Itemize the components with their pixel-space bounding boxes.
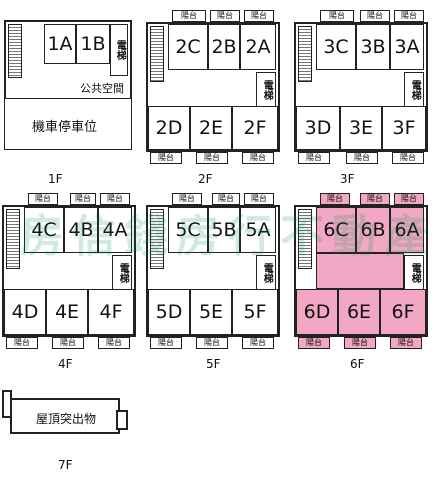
- unit-2f: 2F: [232, 106, 278, 150]
- balcony: 陽台: [320, 10, 354, 22]
- unit-3f: 3F: [382, 106, 426, 150]
- parking-label: 機車停車位: [32, 120, 98, 135]
- unit-5f: 5F: [232, 289, 278, 335]
- balcony: 陽台: [196, 337, 228, 349]
- floorplan-7f: 屋頂突出物: [2, 390, 130, 434]
- unit-4b: 4B: [64, 207, 98, 253]
- corridor-6f: [316, 253, 404, 289]
- unit-2d: 2D: [148, 106, 190, 150]
- balcony: 陽台: [196, 152, 228, 164]
- balcony: 陽台: [360, 10, 390, 22]
- balcony: 陽台: [6, 337, 38, 349]
- unit-6a: 6A: [390, 207, 424, 253]
- unit-5b: 5B: [208, 207, 240, 253]
- stairs-icon: [8, 24, 22, 78]
- floor-label-7f: 7F: [58, 458, 73, 472]
- balcony: 陽台: [394, 10, 424, 22]
- balcony: 陽台: [390, 337, 422, 349]
- balcony: 陽台: [242, 337, 274, 349]
- unit-2c: 2C: [168, 24, 208, 70]
- floorplan-3f: 陽台 陽台 陽台 3C 3B 3A 電梯 3D 3E 3F 陽台 陽台 陽台: [294, 10, 428, 166]
- unit-2a: 2A: [240, 24, 276, 70]
- elevator: 電梯: [112, 255, 132, 291]
- floor-label-6f: 6F: [350, 357, 365, 371]
- balcony: 陽台: [52, 337, 84, 349]
- balcony: 陽台: [394, 193, 424, 205]
- stairs-icon: [6, 209, 20, 269]
- elevator: 電梯: [404, 255, 424, 291]
- unit-1a: 1A: [44, 24, 76, 64]
- stairs-icon: [298, 26, 312, 82]
- balcony: 陽台: [244, 193, 274, 205]
- floorplan-6f: 陽台 陽台 陽台 6C 6B 6A 電梯 6D 6E 6F 陽台 陽台 陽台: [294, 193, 428, 350]
- balcony: 陽台: [212, 193, 240, 205]
- floor-label-1f: 1F: [48, 172, 63, 186]
- balcony: 陽台: [172, 193, 202, 205]
- unit-5e: 5E: [190, 289, 232, 335]
- balcony: 陽台: [98, 337, 130, 349]
- watermark: 房信錢房行不動產: [20, 211, 436, 262]
- balcony: 陽台: [360, 193, 390, 205]
- unit-3c: 3C: [316, 24, 356, 70]
- stairs-icon: [298, 209, 312, 269]
- balcony: 陽台: [244, 10, 274, 22]
- unit-3b: 3B: [356, 24, 390, 70]
- floorplan-4f: 陽台 陽台 陽台 4C 4B 4A 電梯 4D 4E 4F 陽台 陽台 陽台: [2, 193, 136, 350]
- unit-4c: 4C: [24, 207, 64, 253]
- balcony: 陽台: [172, 10, 206, 22]
- balcony: 陽台: [344, 337, 376, 349]
- unit-3a: 3A: [390, 24, 424, 70]
- balcony: 陽台: [242, 152, 274, 164]
- unit-4f: 4F: [88, 289, 134, 335]
- stairs-icon: [150, 26, 164, 82]
- elevator: 電梯: [256, 72, 276, 108]
- elevator: 電梯: [404, 72, 424, 108]
- rooftop-structure: [10, 398, 120, 434]
- balcony: 陽台: [28, 193, 58, 205]
- balcony: 陽台: [70, 193, 96, 205]
- unit-4e: 4E: [46, 289, 88, 335]
- balcony: 陽台: [100, 193, 130, 205]
- public-space-label: 公共空間: [80, 82, 124, 95]
- floor-label-4f: 4F: [58, 357, 73, 371]
- parking-area: [4, 98, 132, 150]
- balcony: 陽台: [392, 152, 424, 164]
- unit-5d: 5D: [148, 289, 190, 335]
- floorplan-2f: 陽台 陽台 陽台 2C 2B 2A 電梯 2D 2E 2F 陽台 陽台 陽台: [146, 10, 280, 166]
- balcony: 陽台: [320, 193, 350, 205]
- unit-4d: 4D: [4, 289, 46, 335]
- floor-label-5f: 5F: [206, 357, 221, 371]
- unit-6d: 6D: [296, 289, 338, 335]
- floor-label-2f: 2F: [198, 172, 213, 186]
- balcony: 陽台: [150, 152, 182, 164]
- rooftop-label: 屋頂突出物: [36, 412, 97, 426]
- unit-3e: 3E: [340, 106, 382, 150]
- balcony: 陽台: [298, 152, 330, 164]
- balcony: 陽台: [150, 337, 182, 349]
- unit-5c: 5C: [168, 207, 208, 253]
- unit-3d: 3D: [296, 106, 340, 150]
- unit-2b: 2B: [208, 24, 240, 70]
- balcony: 陽台: [210, 10, 240, 22]
- balcony: 陽台: [298, 337, 330, 349]
- unit-6e: 6E: [338, 289, 380, 335]
- unit-5a: 5A: [240, 207, 276, 253]
- floorplan-1f: 1A 1B 電梯 公共空間 機車停車位: [4, 20, 132, 150]
- stairs-icon: [150, 209, 164, 269]
- floor-label-3f: 3F: [340, 172, 355, 186]
- unit-6c: 6C: [316, 207, 356, 253]
- unit-4a: 4A: [98, 207, 132, 253]
- unit-6b: 6B: [356, 207, 390, 253]
- balcony: 陽台: [346, 152, 378, 164]
- unit-6f: 6F: [380, 289, 426, 335]
- unit-2e: 2E: [190, 106, 232, 150]
- floorplan-5f: 陽台 陽台 陽台 5C 5B 5A 電梯 5D 5E 5F 陽台 陽台 陽台: [146, 193, 280, 350]
- unit-1b: 1B: [76, 24, 110, 64]
- elevator: 電梯: [110, 24, 128, 76]
- rooftop-right-tab: [116, 410, 128, 430]
